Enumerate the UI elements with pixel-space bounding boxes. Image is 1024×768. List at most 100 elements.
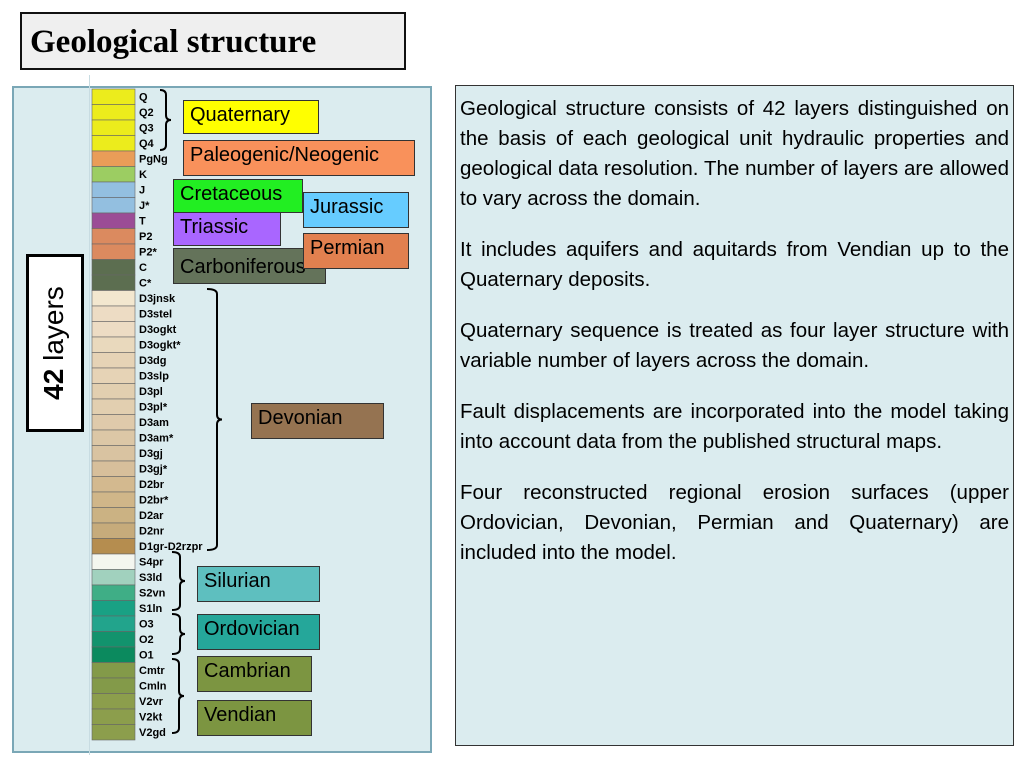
layer-code-label: C* bbox=[139, 278, 152, 290]
layer-code-label: D3pl bbox=[139, 386, 163, 398]
layer-swatch bbox=[91, 476, 136, 493]
layer-swatch bbox=[91, 445, 136, 462]
unit-label-silurian: Silurian bbox=[197, 566, 320, 602]
layer-swatch bbox=[91, 414, 136, 431]
layer-code-label: D3dg bbox=[139, 355, 167, 367]
layer-swatch bbox=[91, 352, 136, 369]
unit-label-devonian: Devonian bbox=[251, 403, 384, 439]
layer-swatch bbox=[91, 383, 136, 400]
layer-code-label: D2nr bbox=[139, 526, 165, 538]
description-paragraph: Fault displacements are incorporated int… bbox=[460, 400, 1009, 453]
layer-code-label: D3gj bbox=[139, 448, 163, 460]
layer-code-label: D3slp bbox=[139, 371, 169, 383]
layer-swatch bbox=[91, 584, 136, 601]
layer-code-label: Cmtr bbox=[139, 665, 165, 677]
layer-swatch bbox=[91, 321, 136, 338]
group-bracket bbox=[171, 551, 186, 611]
unit-label-carboniferous: Carboniferous bbox=[173, 248, 326, 284]
description-panel: Geological structure consists of 42 laye… bbox=[455, 85, 1014, 746]
layer-swatch bbox=[91, 243, 136, 260]
layer-swatch bbox=[91, 274, 136, 291]
layer-swatch bbox=[91, 150, 136, 167]
layer-swatch bbox=[91, 135, 136, 152]
layer-code-label: P2* bbox=[139, 247, 157, 259]
layer-swatch bbox=[91, 491, 136, 508]
layer-swatch bbox=[91, 708, 136, 725]
layer-code-label: V2kt bbox=[139, 712, 163, 724]
description-paragraph: Quaternary sequence is treated as four l… bbox=[460, 319, 1009, 372]
description-paragraph: Geological structure consists of 42 laye… bbox=[460, 97, 1009, 210]
unit-label-permian: Permian bbox=[303, 233, 409, 269]
layer-code-label: T bbox=[139, 216, 146, 228]
layer-code-label: D2ar bbox=[139, 510, 164, 522]
layer-code-label: D3am bbox=[139, 417, 169, 429]
unit-label-cambrian: Cambrian bbox=[197, 656, 312, 692]
layer-code-label: D3gj* bbox=[139, 464, 168, 476]
layer-code-label: Q3 bbox=[139, 123, 154, 135]
layer-code-label: S4pr bbox=[139, 557, 164, 569]
page-title: Geological structure bbox=[30, 24, 317, 60]
layers-count-box: 42 layers bbox=[26, 254, 84, 432]
layer-code-label: J bbox=[139, 185, 145, 197]
unit-label-cretaceous: Cretaceous bbox=[173, 179, 303, 213]
group-bracket bbox=[159, 89, 172, 151]
layer-swatch bbox=[91, 336, 136, 353]
layer-swatch bbox=[91, 166, 136, 183]
unit-label-triassic: Triassic bbox=[173, 212, 281, 246]
layer-swatch bbox=[91, 181, 136, 198]
layer-code-label: Q bbox=[139, 92, 148, 104]
layer-swatch bbox=[91, 615, 136, 632]
group-bracket bbox=[171, 613, 186, 655]
layer-code-label: D3pl* bbox=[139, 402, 168, 414]
layer-swatch bbox=[91, 600, 136, 617]
layer-swatch bbox=[91, 305, 136, 322]
layer-code-label: S2vn bbox=[139, 588, 166, 600]
layer-swatch bbox=[91, 569, 136, 586]
layer-code-label: C bbox=[139, 262, 147, 274]
unit-label-jurassic: Jurassic bbox=[303, 192, 409, 228]
layer-swatch bbox=[91, 398, 136, 415]
group-bracket bbox=[206, 288, 223, 551]
layer-code-label: S3ld bbox=[139, 572, 162, 584]
layer-swatch bbox=[91, 104, 136, 121]
layer-swatch bbox=[91, 631, 136, 648]
layer-swatch bbox=[91, 212, 136, 229]
layer-swatch bbox=[91, 197, 136, 214]
layer-code-label: Q4 bbox=[139, 138, 155, 150]
unit-label-vendian: Vendian bbox=[197, 700, 312, 736]
layer-code-label: Cmln bbox=[139, 681, 167, 693]
layer-swatch bbox=[91, 460, 136, 477]
layer-code-label: PgNg bbox=[139, 154, 168, 166]
layer-code-label: D2br bbox=[139, 479, 165, 491]
layer-swatch bbox=[91, 522, 136, 539]
layer-swatch bbox=[91, 507, 136, 524]
layer-swatch bbox=[91, 290, 136, 307]
layer-code-label: D3stel bbox=[139, 309, 172, 321]
layer-code-label: O1 bbox=[139, 650, 154, 662]
title-box: Geological structure bbox=[20, 12, 406, 70]
layer-code-label: Q2 bbox=[139, 107, 154, 119]
layer-swatch bbox=[91, 88, 136, 105]
layer-swatch bbox=[91, 538, 136, 555]
layer-code-label: D2br* bbox=[139, 495, 169, 507]
layer-swatch bbox=[91, 259, 136, 276]
layer-swatch bbox=[91, 677, 136, 694]
layer-code-label: K bbox=[139, 169, 147, 181]
layer-code-label: D3ogkt* bbox=[139, 340, 181, 352]
layer-swatch bbox=[91, 228, 136, 245]
layer-swatch bbox=[91, 367, 136, 384]
layer-swatch bbox=[91, 119, 136, 136]
description-paragraph: It includes aquifers and aquitards from … bbox=[460, 238, 1009, 291]
layer-code-label: D3jnsk bbox=[139, 293, 176, 305]
layer-swatch bbox=[91, 693, 136, 710]
layer-swatch bbox=[91, 724, 136, 741]
group-bracket bbox=[171, 658, 185, 734]
layer-swatch bbox=[91, 662, 136, 679]
layer-code-label: O3 bbox=[139, 619, 154, 631]
column-guide-line bbox=[89, 75, 90, 755]
layer-swatch bbox=[91, 646, 136, 663]
layer-code-label: P2 bbox=[139, 231, 152, 243]
description-paragraph: Four reconstructed regional erosion surf… bbox=[460, 481, 1009, 564]
unit-label-ordovician: Ordovician bbox=[197, 614, 320, 650]
